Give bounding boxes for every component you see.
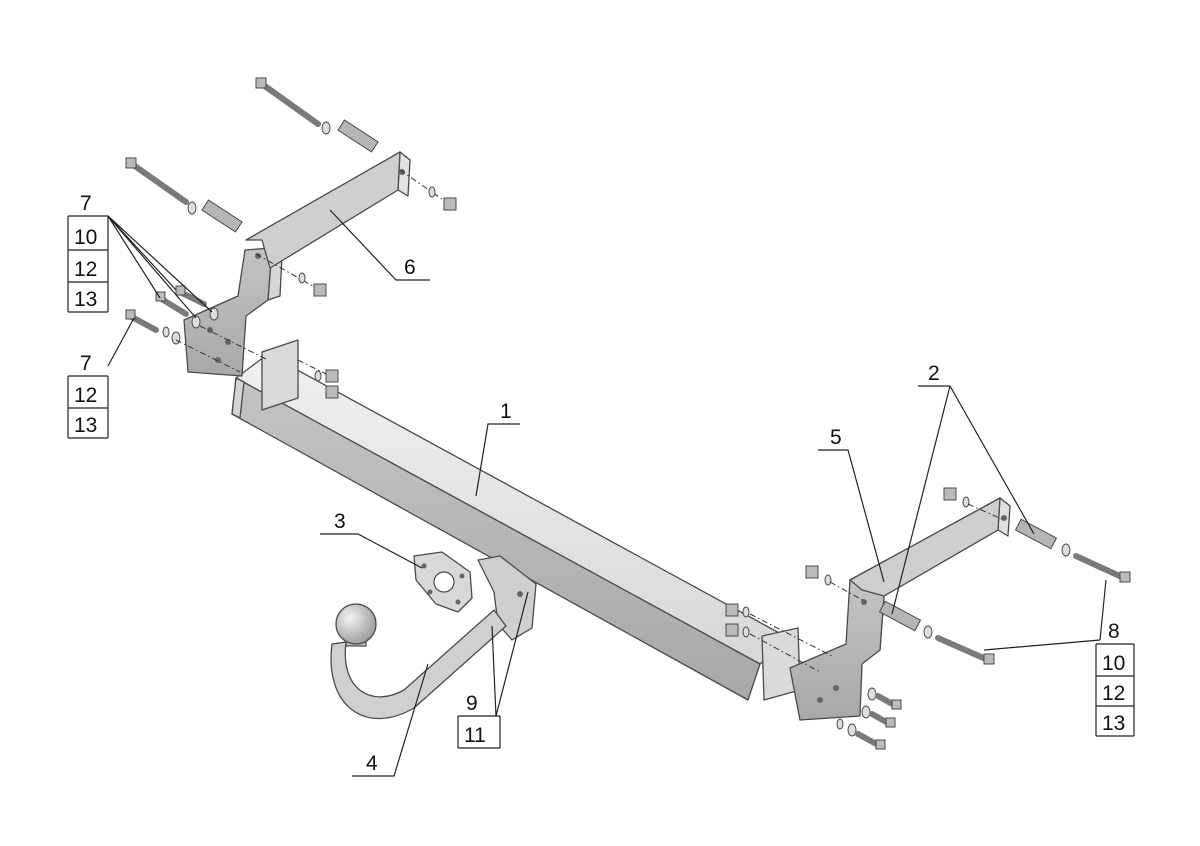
right-mounting-bracket [789, 497, 1011, 721]
label-12-right: 12 [1102, 682, 1125, 705]
label-stack-center [457, 715, 501, 749]
label-3: 3 [334, 510, 346, 533]
socket-plate [413, 551, 473, 613]
label-2: 2 [928, 362, 940, 385]
label-11: 11 [464, 724, 486, 747]
label-stack-left-top [67, 215, 109, 313]
label-12-bottom: 12 [74, 384, 97, 407]
label-13-bottom: 13 [74, 414, 97, 437]
label-10-top: 10 [74, 226, 97, 249]
crossbar-tube [231, 353, 793, 701]
left-mounting-bracket [183, 151, 411, 377]
label-7-top: 7 [80, 192, 92, 215]
label-stack-left-bottom [67, 375, 109, 439]
fasteners [125, 77, 1131, 750]
leader-lines [107, 209, 1107, 777]
label-9: 9 [466, 692, 478, 715]
label-10-right: 10 [1102, 652, 1125, 675]
label-13-top: 13 [74, 288, 97, 311]
label-1: 1 [500, 400, 512, 423]
label-stack-right [1095, 643, 1135, 737]
label-12-top: 12 [74, 258, 97, 281]
label-8: 8 [1108, 620, 1120, 643]
label-6: 6 [404, 256, 416, 279]
label-13-right: 13 [1102, 712, 1125, 735]
label-5: 5 [830, 426, 842, 449]
left-end-plate [261, 339, 299, 411]
label-4: 4 [366, 752, 378, 775]
label-7-bottom: 7 [80, 352, 92, 375]
